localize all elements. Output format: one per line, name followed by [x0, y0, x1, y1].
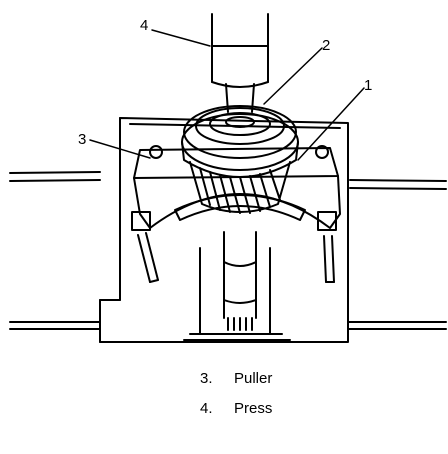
- callout-4: 4: [140, 17, 148, 34]
- legend-item-press: 4. Press: [200, 398, 400, 428]
- bench-rails: [9, 171, 447, 330]
- legend-number: 3.: [200, 370, 213, 387]
- lower-shaft: [223, 231, 257, 331]
- puller-bolts: [131, 211, 337, 283]
- press-puller-illustration: 4 2 1 3: [9, 13, 447, 343]
- legend-label: Press: [234, 400, 273, 417]
- callout-1: 1: [364, 77, 372, 94]
- legend-label: Puller: [234, 370, 273, 387]
- legend-number: 4.: [200, 400, 213, 417]
- callout-2: 2: [322, 37, 330, 54]
- press-ram: [211, 13, 269, 113]
- press-base: [99, 117, 349, 343]
- puller: [133, 145, 341, 229]
- leader-lines: [89, 29, 365, 161]
- legend: 3. Puller 4. Press: [200, 368, 400, 428]
- legend-item-puller: 3. Puller: [200, 368, 400, 398]
- callout-3: 3: [78, 131, 86, 148]
- gear-assembly: [181, 105, 299, 214]
